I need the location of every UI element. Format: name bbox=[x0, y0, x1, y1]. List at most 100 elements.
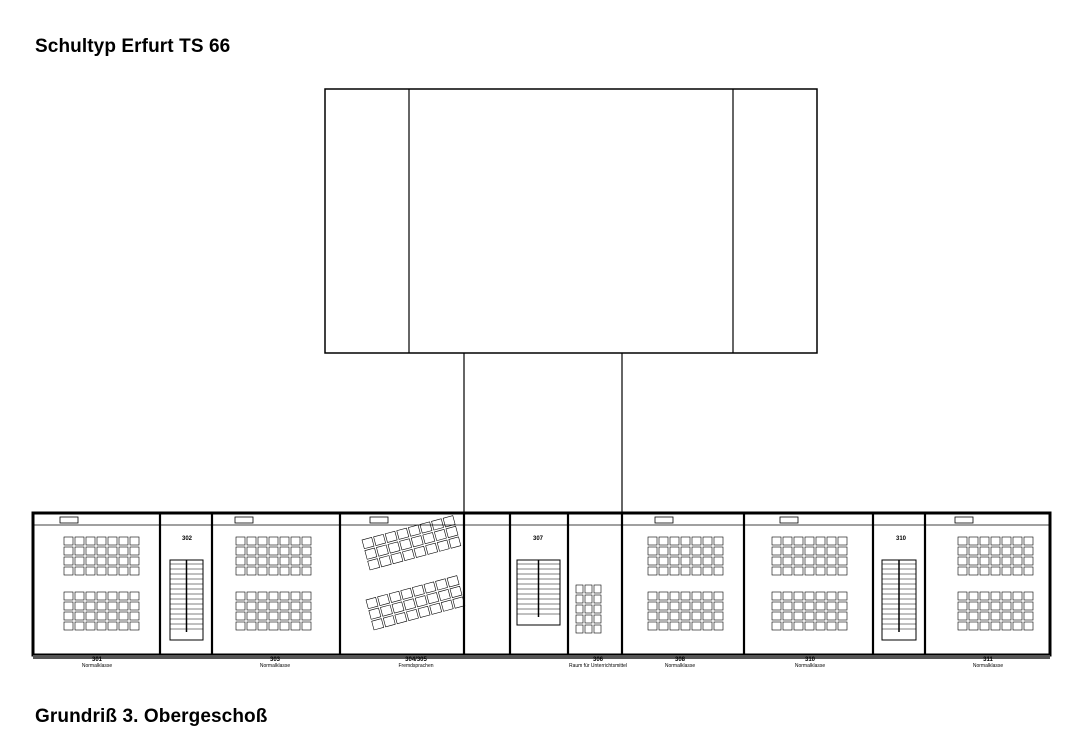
desk bbox=[815, 546, 826, 556]
desk bbox=[680, 611, 691, 621]
desk bbox=[268, 556, 279, 566]
desk bbox=[400, 587, 414, 600]
angled-desk-group bbox=[365, 575, 466, 631]
desk bbox=[96, 621, 107, 631]
desk bbox=[771, 621, 782, 631]
desk bbox=[782, 611, 793, 621]
desk bbox=[1001, 566, 1012, 576]
room-number: 301 bbox=[92, 657, 103, 663]
desk bbox=[1012, 566, 1023, 576]
desk bbox=[118, 566, 129, 576]
desk bbox=[440, 599, 454, 612]
classroom-desks bbox=[63, 515, 1034, 634]
desk bbox=[713, 566, 724, 576]
desk bbox=[691, 536, 702, 546]
desk bbox=[990, 566, 1001, 576]
room-function: Normalklasse bbox=[260, 663, 291, 669]
desk bbox=[257, 591, 268, 601]
desk bbox=[691, 621, 702, 631]
desk bbox=[63, 611, 74, 621]
board-mark bbox=[369, 516, 389, 524]
desk bbox=[837, 601, 848, 611]
desk bbox=[365, 597, 379, 610]
desk bbox=[990, 536, 1001, 546]
desk bbox=[107, 536, 118, 546]
desk bbox=[979, 556, 990, 566]
desk bbox=[118, 556, 129, 566]
desk bbox=[85, 601, 96, 611]
desk bbox=[658, 536, 669, 546]
desk bbox=[85, 621, 96, 631]
desk bbox=[584, 614, 593, 624]
room-number: 310 bbox=[805, 657, 816, 663]
desk bbox=[301, 621, 312, 631]
desk bbox=[990, 556, 1001, 566]
room-number: 308 bbox=[675, 657, 686, 663]
desk bbox=[96, 611, 107, 621]
desk bbox=[246, 611, 257, 621]
desk-group bbox=[235, 591, 312, 631]
desk bbox=[279, 591, 290, 601]
desk bbox=[373, 533, 386, 546]
desk bbox=[411, 584, 425, 597]
desk bbox=[979, 611, 990, 621]
desk bbox=[669, 546, 680, 556]
desk bbox=[96, 591, 107, 601]
desk bbox=[804, 621, 815, 631]
desk bbox=[669, 556, 680, 566]
desk bbox=[680, 566, 691, 576]
desk bbox=[647, 591, 658, 601]
desk bbox=[107, 546, 118, 556]
desk bbox=[257, 566, 268, 576]
desk bbox=[422, 532, 436, 545]
desk bbox=[968, 556, 979, 566]
desk bbox=[246, 566, 257, 576]
desk bbox=[246, 556, 257, 566]
desk bbox=[74, 611, 85, 621]
desk bbox=[1012, 556, 1023, 566]
desk bbox=[826, 591, 837, 601]
desk bbox=[1001, 601, 1012, 611]
desk bbox=[257, 621, 268, 631]
desk bbox=[837, 536, 848, 546]
desk bbox=[837, 556, 848, 566]
desk bbox=[279, 566, 290, 576]
room-function: Raum für Unterrichtsmittel bbox=[569, 663, 627, 669]
stair-number: 302 bbox=[182, 536, 193, 542]
desk bbox=[85, 556, 96, 566]
desk bbox=[364, 547, 378, 560]
desk bbox=[593, 594, 602, 604]
desk bbox=[1001, 591, 1012, 601]
desk-group bbox=[647, 591, 724, 631]
desk bbox=[279, 601, 290, 611]
desk bbox=[74, 621, 85, 631]
desk bbox=[74, 546, 85, 556]
desk-group bbox=[235, 536, 312, 576]
desk bbox=[129, 621, 140, 631]
desk bbox=[680, 536, 691, 546]
desk bbox=[235, 611, 246, 621]
desk bbox=[584, 594, 593, 604]
desk bbox=[593, 624, 602, 634]
room-number: 304/305 bbox=[405, 657, 427, 663]
connector-corridor bbox=[463, 353, 623, 513]
desk-group bbox=[575, 584, 602, 634]
room-number: 306 bbox=[593, 657, 604, 663]
desk bbox=[399, 538, 412, 551]
room-function: Normalklasse bbox=[82, 663, 113, 669]
desk bbox=[968, 611, 979, 621]
desk bbox=[257, 611, 268, 621]
desk bbox=[793, 546, 804, 556]
desk bbox=[957, 611, 968, 621]
desk bbox=[771, 556, 782, 566]
desk bbox=[435, 578, 448, 591]
desk bbox=[85, 536, 96, 546]
desk bbox=[782, 536, 793, 546]
desk bbox=[837, 566, 848, 576]
desk bbox=[419, 521, 433, 534]
desk bbox=[449, 585, 463, 598]
desk bbox=[1012, 536, 1023, 546]
desk bbox=[815, 611, 826, 621]
desk bbox=[290, 591, 301, 601]
desk bbox=[957, 546, 968, 556]
